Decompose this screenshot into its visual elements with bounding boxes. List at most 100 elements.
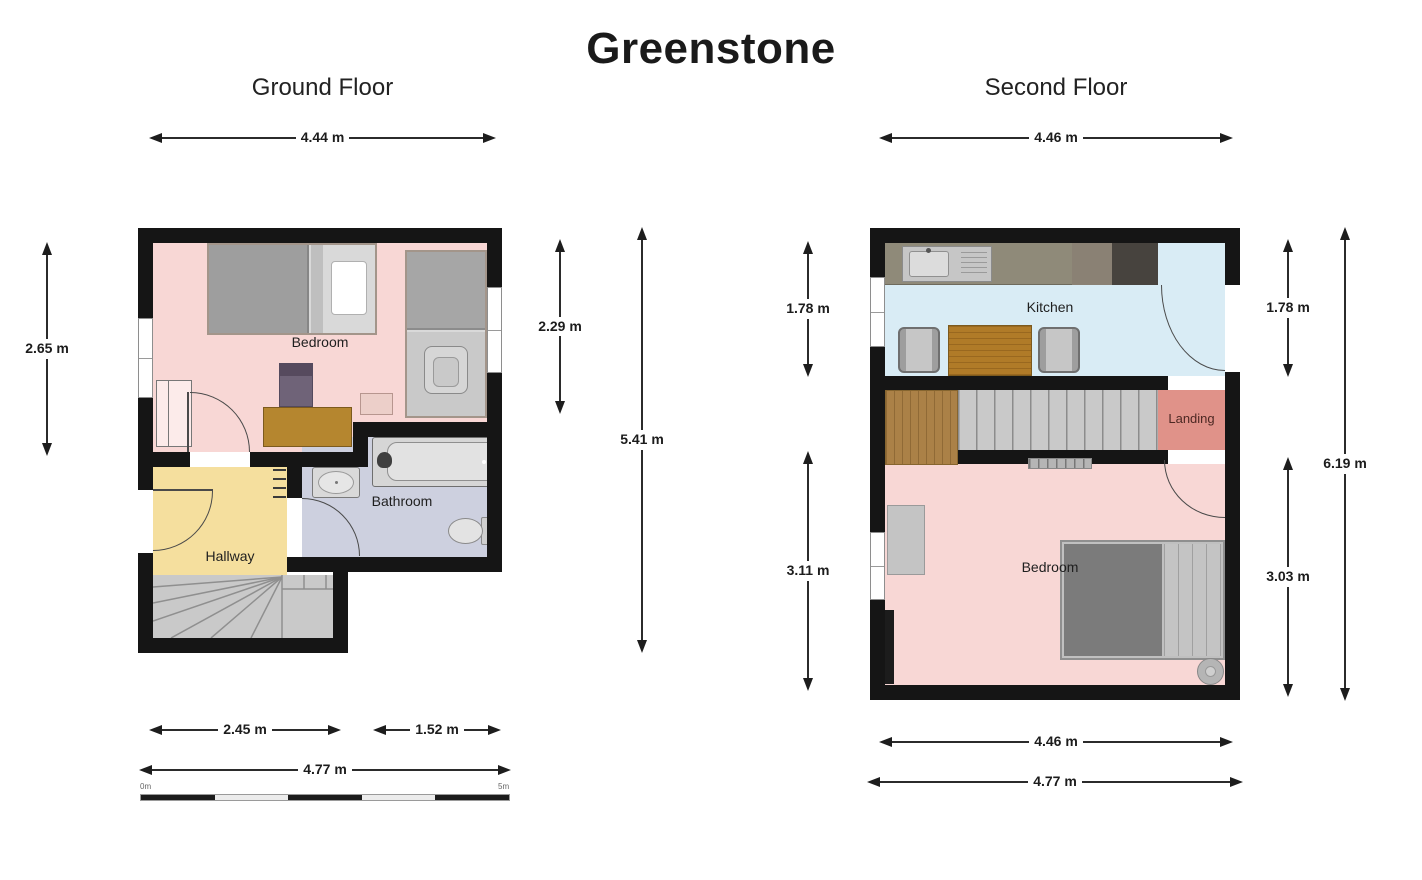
radiator — [1028, 458, 1092, 469]
landing-floor — [1158, 390, 1225, 450]
kitchen-chair — [1038, 327, 1080, 373]
dim-ground-bottom-total: 4.77 m — [139, 761, 511, 778]
kitchen-faucet — [926, 248, 931, 253]
wardrobe-outline — [156, 380, 192, 447]
dim-second-right-upper: 1.78 m — [1262, 239, 1314, 377]
chair-back — [280, 364, 312, 376]
kitchen-table — [948, 325, 1032, 376]
wall-segment — [870, 376, 1168, 390]
room-label-kitchen: Kitchen — [1026, 299, 1074, 315]
dim-second-left-lower: 3.11 m — [782, 451, 834, 691]
dim-second-bottom-inner: 4.46 m — [879, 733, 1233, 750]
dresser — [887, 505, 925, 575]
wall-segment — [287, 462, 302, 498]
window — [138, 318, 153, 398]
window — [487, 287, 502, 373]
wall-segment — [138, 228, 502, 243]
window — [870, 532, 885, 600]
scale-bar — [140, 794, 510, 801]
kitchen-chair — [898, 327, 940, 373]
dim-ground-bottom-right: 1.52 m — [373, 721, 501, 738]
wall-segment — [870, 228, 1240, 243]
sink-drain — [335, 481, 338, 484]
window — [870, 277, 885, 347]
speaker — [1197, 658, 1224, 685]
room-label-second-bedroom: Bedroom — [1021, 559, 1079, 575]
dim-second-bottom-total: 4.77 m — [867, 773, 1243, 790]
bed-duvet — [209, 245, 309, 333]
room-label-landing: Landing — [1168, 411, 1215, 426]
double-bed — [207, 243, 377, 335]
second-floor-title: Second Floor — [984, 74, 1128, 101]
wall-segment — [870, 228, 885, 277]
second-staircase — [958, 390, 1158, 450]
wall-segment — [487, 228, 502, 287]
chair-seat — [433, 357, 459, 387]
toilet-bowl — [448, 518, 483, 544]
wall-segment — [870, 347, 885, 532]
scale-start-label: 0m — [140, 782, 152, 791]
scale-end-label: 5m — [498, 782, 510, 791]
single-bed — [405, 250, 487, 418]
dim-ground-total-height: 5.41 m — [616, 227, 668, 653]
room-label-bedroom: Bedroom — [291, 334, 349, 350]
wall-segment — [958, 450, 1168, 464]
radiator-wall — [885, 610, 894, 684]
bed-pillow — [331, 261, 367, 315]
wardrobe-divider — [168, 381, 169, 446]
wall-segment — [1225, 228, 1240, 285]
bed-sheet — [311, 245, 323, 333]
dim-second-right-lower: 3.03 m — [1262, 457, 1314, 697]
double-bed-second — [1060, 540, 1225, 660]
dim-second-top-width: 4.46 m — [879, 129, 1233, 146]
bathtub-drain — [482, 460, 486, 464]
wall-segment — [487, 373, 502, 572]
bed-folded-duvet — [1164, 544, 1221, 656]
wall-segment — [138, 398, 153, 490]
wall-segment — [870, 600, 885, 700]
room-label-hallway: Hallway — [205, 548, 255, 564]
sink-unit — [902, 246, 992, 282]
wall-segment — [138, 638, 348, 653]
counter-unit — [1072, 243, 1112, 285]
room-label-bathroom: Bathroom — [371, 493, 433, 509]
bed-mattress — [1064, 544, 1162, 656]
bathtub-faucet — [377, 452, 392, 468]
wall-segment — [353, 422, 502, 437]
wall-segment — [138, 228, 153, 318]
wall-segment — [870, 685, 1240, 700]
ground-floor-title: Ground Floor — [251, 74, 394, 101]
bathtub-basin — [387, 442, 491, 481]
dim-ground-inner-right: 2.29 m — [534, 239, 586, 414]
door-leaf — [187, 392, 189, 452]
dim-ground-bottom-left: 2.45 m — [149, 721, 341, 738]
coat-hooks — [273, 469, 286, 499]
stairs-treads — [152, 575, 348, 639]
fridge-unit — [1112, 243, 1158, 285]
kitchen-counter — [885, 243, 1158, 285]
plan-title: Greenstone — [586, 24, 836, 73]
wall-segment — [138, 452, 190, 467]
dim-second-total-height: 6.19 m — [1319, 227, 1371, 701]
desk-chair — [279, 363, 313, 407]
built-in-closet — [885, 390, 958, 465]
bed-end-chair — [424, 346, 468, 394]
speaker-inner — [1205, 666, 1216, 677]
wall-segment — [1225, 372, 1240, 700]
door-leaf — [153, 489, 213, 491]
bathtub — [372, 437, 497, 487]
kitchen-sink-basin — [909, 251, 949, 277]
wall-segment — [333, 572, 348, 653]
dim-second-left-upper: 1.78 m — [782, 241, 834, 377]
wall-segment — [138, 553, 153, 653]
wall-segment — [287, 557, 502, 572]
desk — [263, 407, 352, 447]
drainer-lines — [961, 252, 987, 277]
side-table — [360, 393, 393, 415]
bed-duvet — [407, 252, 485, 330]
ground-staircase — [152, 575, 348, 639]
bathroom-sink — [312, 467, 360, 498]
dim-ground-top-width: 4.44 m — [149, 129, 496, 146]
dim-ground-left-height: 2.65 m — [21, 242, 73, 456]
